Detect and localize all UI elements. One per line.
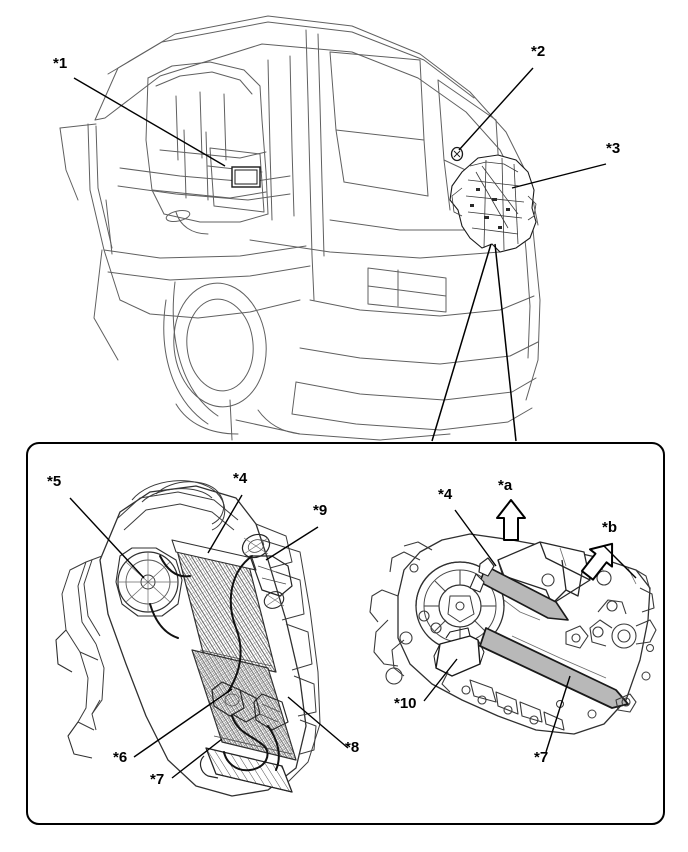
callout-label-5: *5 [47,473,62,490]
callout-label-2: *2 [531,43,546,60]
rear-ac-unit-in-vehicle [449,154,537,253]
leader-d8 [287,696,349,749]
callout-label-4b: *4 [438,486,453,503]
callout-label-8: *8 [345,739,360,756]
vehicle-cutaway-view [59,15,541,441]
callout-label-7a: *7 [150,771,165,788]
leader-d4 [207,494,243,554]
room-temperature-sensor-icon [450,146,464,162]
vehicle-callout-leaders [73,67,607,189]
callout-label-a: *a [498,477,513,494]
callout-label-4a: *4 [233,470,248,487]
rear-ac-control-panel-icon [231,166,261,188]
detail-expansion-lines [431,243,517,442]
leader-e10 [423,658,458,702]
detail-callout-leaders [69,494,637,779]
leader-e7 [545,675,571,753]
callout-label-3: *3 [606,140,621,157]
detail-panel-frame [26,442,665,825]
callout-label-9: *9 [313,502,328,519]
airflow-arrow-b [580,542,614,581]
leader-eb [603,545,637,579]
callout-label-10: *10 [394,695,417,712]
leader-d7 [171,738,223,779]
leader-2 [458,67,534,151]
leader-e4 [454,509,497,567]
rear-ac-unit-assembly-drawing [55,480,321,797]
leader-3 [511,163,607,189]
leader-d5 [69,497,145,579]
leader-d6 [133,688,233,758]
leader-1 [73,77,226,167]
callout-label-b: *b [602,519,617,536]
rear-ac-unit-exploded-drawing [369,533,657,735]
callout-label-7b: *7 [534,749,549,766]
callout-label-1: *1 [53,55,68,72]
callout-label-6: *6 [113,749,128,766]
airflow-arrow-a [496,499,526,541]
leader-d9 [265,526,319,561]
